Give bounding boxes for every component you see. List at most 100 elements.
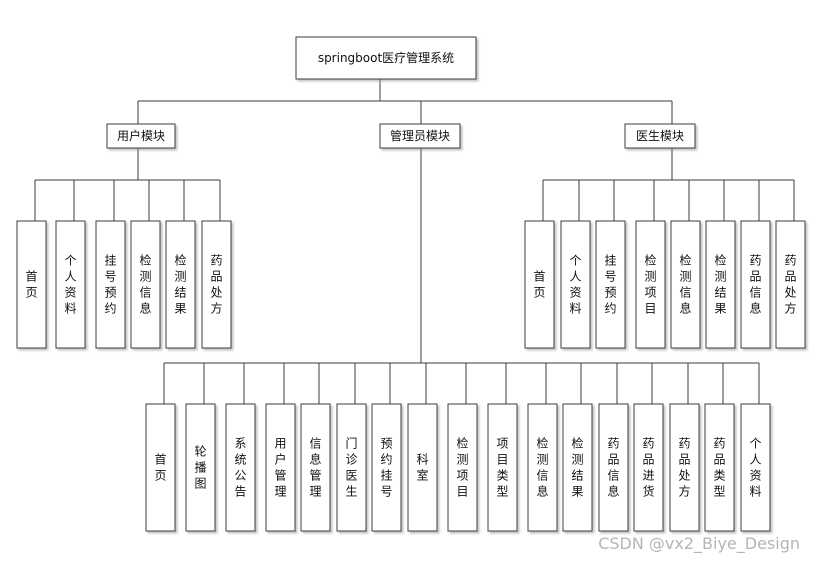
leaf-node: 挂号预约 [595, 220, 626, 349]
leaf-node-box [201, 220, 232, 349]
module-node-0: 用户模块 [106, 123, 176, 149]
leaf-node-label: 科室 [416, 453, 428, 483]
diagram-nodes: springboot医疗管理系统用户模块首页个人资料挂号预约检测信息检测结果药品… [16, 36, 806, 532]
leaf-node: 检测信息 [670, 220, 701, 349]
leaf-node-label: 预约挂号 [380, 437, 392, 499]
leaf-node: 首页 [16, 220, 47, 349]
module-node-2-label: 医生模块 [636, 129, 684, 143]
leaf-node-label: 检测结果 [714, 253, 726, 316]
leaf-node: 轮播图 [185, 403, 216, 532]
leaf-node-label: 药品处方 [210, 254, 222, 316]
leaf-node: 首页 [145, 403, 176, 532]
leaf-node: 个人资料 [560, 220, 591, 349]
leaf-node-box [165, 220, 196, 349]
leaf-node: 信息管理 [300, 403, 331, 532]
leaf-node-box [704, 403, 735, 532]
leaf-node-label: 用户管理 [274, 437, 286, 499]
leaf-node-box [130, 220, 161, 349]
leaf-node: 药品处方 [201, 220, 232, 349]
leaf-node-label: 个人资料 [64, 254, 76, 316]
leaf-node-box [185, 403, 216, 532]
leaf-node: 检测结果 [165, 220, 196, 349]
leaf-node: 药品类型 [704, 403, 735, 532]
module-node-1-box [379, 123, 461, 149]
leaf-node-box [633, 403, 664, 532]
leaf-node-box [669, 403, 700, 532]
leaf-node: 检测项目 [447, 403, 478, 532]
leaf-node-label: 个人资料 [569, 254, 581, 316]
leaf-node: 药品信息 [740, 220, 771, 349]
leaf-node: 药品处方 [775, 220, 806, 349]
leaf-node-label: 药品信息 [749, 254, 761, 316]
leaf-node: 科室 [407, 403, 438, 532]
leaf-node: 用户管理 [265, 403, 296, 532]
leaf-node-box [300, 403, 331, 532]
leaf-node-box [336, 403, 367, 532]
leaf-node-box [371, 403, 402, 532]
leaf-node-label: 药品信息 [607, 437, 619, 499]
leaf-node-box [16, 220, 47, 349]
leaf-node-label: 信息管理 [309, 437, 321, 499]
leaf-node: 药品处方 [669, 403, 700, 532]
connector-lines [34, 79, 795, 404]
leaf-node-box [705, 220, 736, 349]
leaf-node: 检测信息 [527, 403, 558, 532]
leaf-node-label: 检测结果 [174, 253, 186, 316]
leaf-node-label: 轮播图 [194, 445, 206, 491]
leaf-node-label: 个人资料 [749, 437, 761, 499]
root-node-box [295, 36, 477, 80]
leaf-node-box [145, 403, 176, 532]
leaf-node: 药品进货 [633, 403, 664, 532]
root-node-label: springboot医疗管理系统 [318, 50, 454, 65]
leaf-node-label: 挂号预约 [104, 254, 116, 316]
leaf-node-label: 药品进货 [642, 437, 654, 499]
leaf-node-label: 药品类型 [713, 437, 725, 499]
leaf-node-label: 检测信息 [536, 436, 548, 499]
leaf-node-label: 首页 [154, 453, 166, 483]
leaf-node-label: 门诊医生 [345, 436, 357, 499]
leaf-node-box [740, 403, 771, 532]
leaf-node: 门诊医生 [336, 403, 367, 532]
leaf-node-box [598, 403, 629, 532]
leaf-node-box [560, 220, 591, 349]
leaf-node-label: 检测信息 [139, 253, 151, 316]
leaf-node-box [447, 403, 478, 532]
leaf-node-box [562, 403, 593, 532]
leaf-node-label: 系统公告 [234, 437, 246, 499]
leaf-node: 系统公告 [225, 403, 256, 532]
leaf-node-label: 检测信息 [679, 253, 691, 316]
leaf-node: 首页 [524, 220, 555, 349]
leaf-node: 检测结果 [562, 403, 593, 532]
leaf-node-label: 检测项目 [644, 253, 656, 316]
leaf-node-box [527, 403, 558, 532]
module-node-1: 管理员模块 [379, 123, 461, 149]
leaf-node: 药品信息 [598, 403, 629, 532]
module-node-2: 医生模块 [624, 123, 696, 149]
watermark-text: CSDN @vx2_Biye_Design [598, 534, 800, 554]
leaf-node-label: 检测结果 [571, 436, 583, 499]
leaf-node-box [487, 403, 518, 532]
leaf-node-box [407, 403, 438, 532]
module-node-2-box [624, 123, 696, 149]
leaf-node-label: 检测项目 [456, 436, 468, 499]
leaf-node: 检测项目 [635, 220, 666, 349]
module-node-1-label: 管理员模块 [390, 128, 450, 143]
leaf-node-label: 首页 [25, 270, 37, 300]
leaf-node: 项目类型 [487, 403, 518, 532]
leaf-node: 预约挂号 [371, 403, 402, 532]
module-node-0-label: 用户模块 [117, 128, 165, 143]
leaf-node: 检测结果 [705, 220, 736, 349]
leaf-node-box [670, 220, 701, 349]
leaf-node-label: 挂号预约 [604, 254, 616, 316]
leaf-node-label: 药品处方 [784, 254, 796, 316]
leaf-node: 挂号预约 [95, 220, 126, 349]
leaf-node-label: 首页 [533, 270, 545, 300]
leaf-node-box [55, 220, 86, 349]
leaf-node: 检测信息 [130, 220, 161, 349]
leaf-node-box [225, 403, 256, 532]
leaf-node-box [595, 220, 626, 349]
leaf-node-box [775, 220, 806, 349]
leaf-node-box [95, 220, 126, 349]
